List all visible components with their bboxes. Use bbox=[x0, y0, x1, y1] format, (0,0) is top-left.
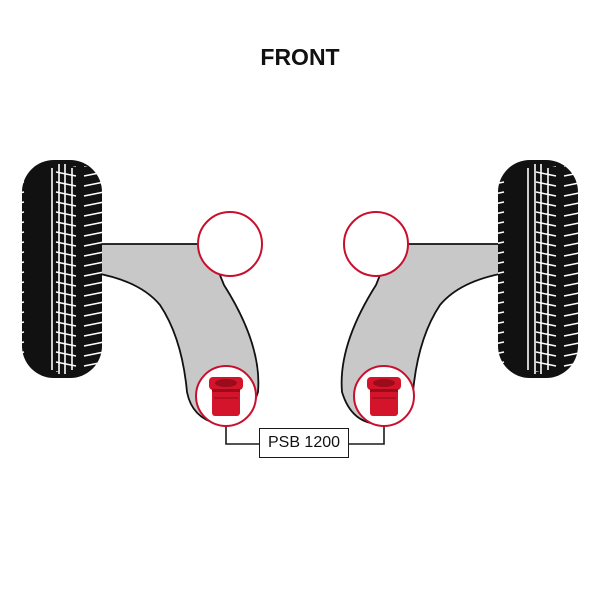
part-number-label: PSB 1200 bbox=[259, 428, 349, 458]
left-bush-icon bbox=[209, 377, 243, 416]
right-tyre-icon bbox=[498, 160, 578, 378]
left-tyre-icon bbox=[22, 160, 102, 378]
right-leader-line bbox=[348, 424, 385, 445]
left-leader-line bbox=[225, 424, 260, 445]
right-bush-icon bbox=[367, 377, 401, 416]
diagram-title: FRONT bbox=[260, 44, 340, 70]
right-upper-mount-ring bbox=[343, 211, 409, 277]
left-upper-mount-ring bbox=[197, 211, 263, 277]
